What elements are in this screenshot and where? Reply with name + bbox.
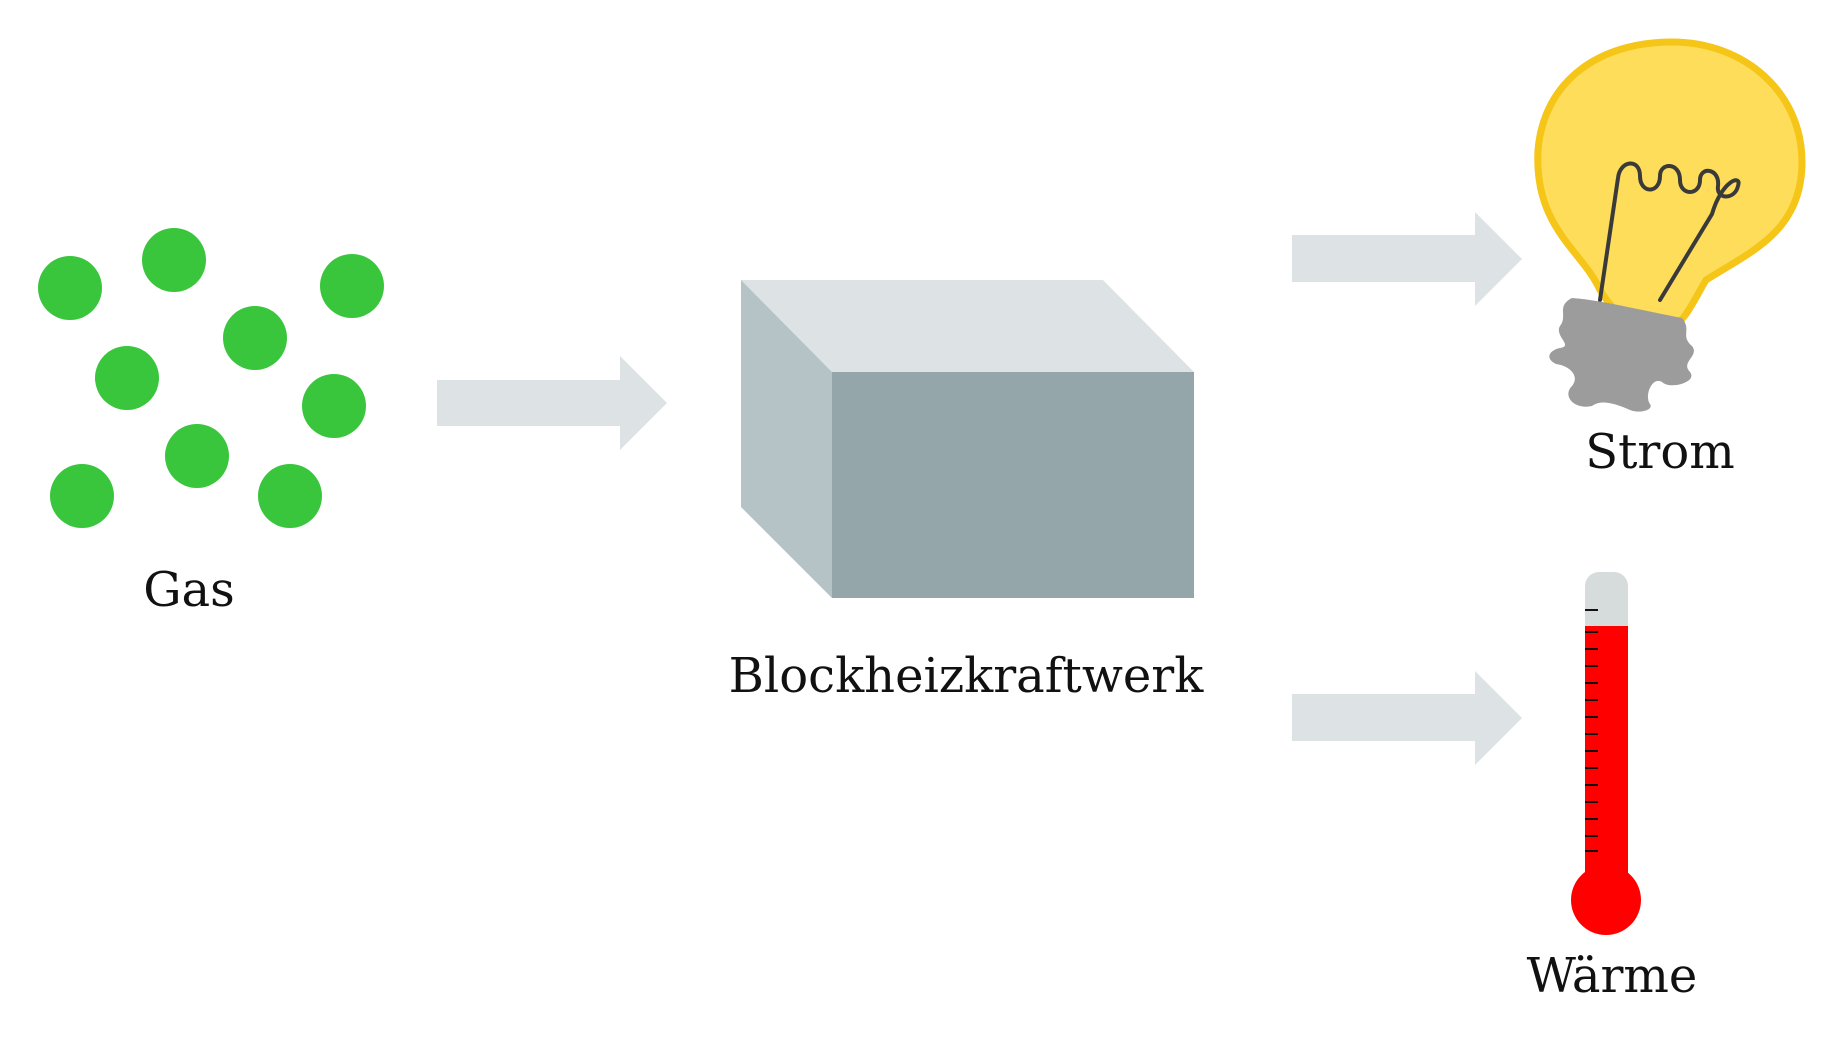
gas-particle: [50, 464, 114, 528]
light-bulb-icon: [1534, 38, 1806, 412]
box-top: [741, 280, 1194, 372]
gas-particles-icon: [38, 228, 384, 528]
gas-particle: [95, 346, 159, 410]
arrow-chp-to-heat: [1292, 671, 1522, 765]
thermo-liquid: [1585, 626, 1628, 890]
gas-particle: [142, 228, 206, 292]
gas-particle: [165, 424, 229, 488]
gas-particle: [320, 254, 384, 318]
gas-particle: [258, 464, 322, 528]
box-front: [832, 372, 1194, 598]
arrow-gas-to-chp: [437, 356, 667, 450]
gas-label: Gas: [143, 562, 235, 618]
gas-particle: [38, 256, 102, 320]
thermometer-icon: [1571, 572, 1641, 935]
gas-particle: [223, 306, 287, 370]
bulb-filament: [1598, 161, 1741, 302]
heat-label: Wärme: [1527, 948, 1698, 1004]
bulb-base: [1549, 298, 1694, 412]
thermo-bulb: [1571, 865, 1641, 935]
chp-label: Blockheizkraftwerk: [729, 648, 1205, 704]
chp-box-icon: [741, 280, 1194, 598]
thermo-scale-ticks: [1585, 609, 1598, 852]
box-side: [741, 280, 832, 598]
electricity-label: Strom: [1585, 424, 1735, 480]
arrow-chp-to-electricity: [1292, 212, 1522, 306]
gas-particle: [302, 374, 366, 438]
